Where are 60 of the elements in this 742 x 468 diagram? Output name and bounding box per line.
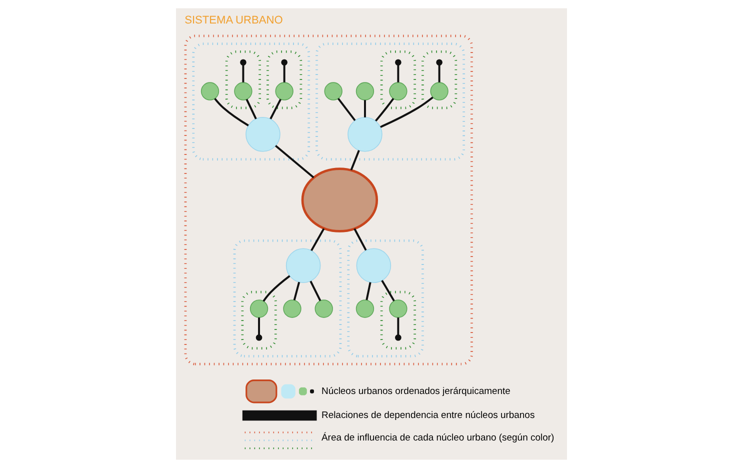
node-circle [274, 82, 293, 100]
connector [380, 280, 394, 302]
node-circle [388, 82, 407, 100]
node-circle [234, 82, 252, 100]
cluster [380, 50, 416, 110]
node-dot [255, 334, 262, 341]
connector [262, 275, 290, 302]
node-circle [355, 82, 374, 100]
connector [242, 65, 244, 82]
node-circle [355, 300, 374, 318]
cluster [315, 42, 464, 160]
connector [396, 318, 399, 335]
connector [380, 96, 433, 128]
node-dot [240, 59, 246, 66]
connector [310, 228, 324, 252]
legend-label: Núcleos urbanos ordenados jerárquicamente [320, 386, 510, 397]
connector [214, 98, 248, 126]
cluster [380, 290, 416, 350]
cluster [266, 50, 302, 110]
connector [245, 98, 256, 120]
connector [269, 98, 281, 120]
cluster [232, 240, 342, 358]
node-circle [314, 300, 332, 318]
node-circle [388, 300, 407, 318]
node-circle [282, 300, 301, 318]
node-dot [394, 59, 401, 66]
connector [353, 228, 366, 251]
cluster [192, 42, 310, 160]
connector [438, 65, 440, 82]
node-dot [280, 59, 287, 66]
diagram-title: SISTEMA URBANO [184, 14, 282, 26]
node-circle [430, 82, 448, 100]
node-dot [394, 334, 401, 341]
legend-label: Relaciones de dependencia entre núcleos urbanos [320, 410, 534, 421]
node-circle [356, 248, 391, 284]
connector [309, 280, 321, 302]
connector [363, 100, 366, 118]
connector [282, 65, 285, 82]
node-circle [249, 300, 268, 318]
node-circle [200, 82, 219, 100]
cluster [184, 34, 472, 366]
connector [274, 144, 314, 178]
connector [396, 65, 399, 82]
node-circle [285, 248, 320, 284]
node-circle [300, 168, 378, 232]
cluster [240, 290, 276, 350]
cluster [421, 50, 457, 110]
node-circle [347, 116, 382, 152]
connector [365, 282, 371, 300]
node-circle [324, 82, 342, 100]
connector [258, 318, 260, 335]
connector [350, 150, 360, 170]
node-dot [436, 59, 442, 66]
node-circle [245, 116, 280, 152]
cluster [346, 240, 424, 358]
legend-label: Área de influencia de cada núcleo urbano (según color) [320, 432, 554, 444]
connector [292, 282, 300, 300]
cluster [224, 50, 260, 110]
connector [374, 98, 394, 122]
connector [337, 98, 356, 122]
